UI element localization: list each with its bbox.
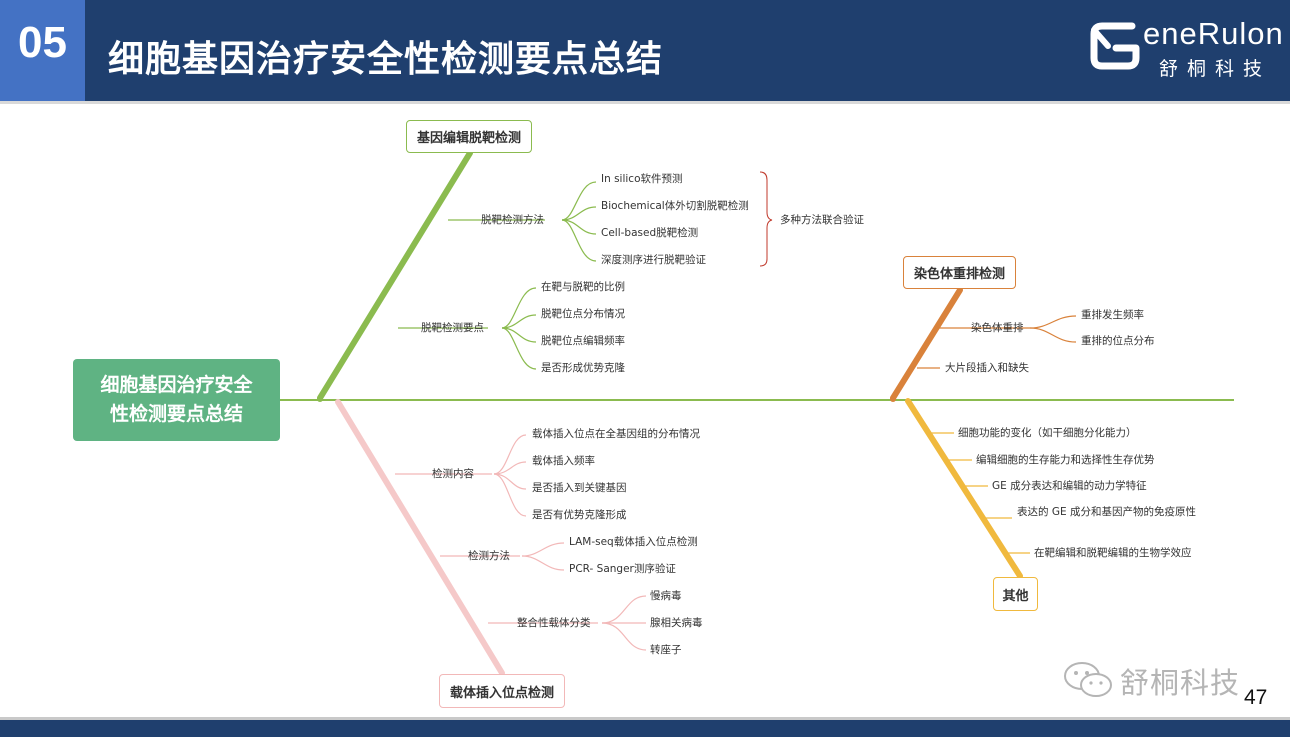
insertion-content-fan-4 xyxy=(493,473,527,517)
chromosome-branch-title: 染色体重排检测 xyxy=(903,256,1016,289)
slide-header: 05 细胞基因治疗安全性检测要点总结 eneRulon 舒桐科技 xyxy=(0,0,1290,101)
insertion-vector-item: 转座子 xyxy=(650,644,682,656)
page-number: 47 xyxy=(1244,686,1268,709)
insertion-content-fan-2 xyxy=(493,461,527,475)
logo-chinese-text: 舒桐科技 xyxy=(1159,58,1272,80)
chromosome-rearrangement-item: 重排发生频率 xyxy=(1081,309,1144,321)
section-number-box: 05 xyxy=(0,0,85,101)
chromosome-rearrangement-label: 染色体重排 xyxy=(971,322,1024,334)
offtarget-method-item: Cell-based脱靶检测 xyxy=(601,227,699,239)
offtarget-points-fan-3 xyxy=(501,327,537,343)
offtarget-point-item: 在靶与脱靶的比例 xyxy=(541,281,625,293)
chromosome-main-line xyxy=(890,287,963,401)
wechat-icon xyxy=(1064,662,1112,697)
offtarget-bracket xyxy=(759,171,773,267)
insertion-methods-fan-2 xyxy=(521,555,565,571)
insertion-branch-title: 载体插入位点检测 xyxy=(439,674,565,708)
insertion-content-item: 载体插入频率 xyxy=(532,455,595,467)
offtarget-methods-fan-3 xyxy=(561,219,597,235)
slide-title: 细胞基因治疗安全性检测要点总结 xyxy=(108,39,664,80)
offtarget-points-fan-2 xyxy=(501,314,537,329)
other-item: GE 成分表达和编辑的动力学特征 xyxy=(992,480,1147,492)
other-branch-title: 其他 xyxy=(993,577,1038,611)
chromosome-rearrangement-fan-2 xyxy=(1029,327,1077,343)
logo-brand-text: eneRulon xyxy=(1143,16,1284,51)
offtarget-points-label: 脱靶检测要点 xyxy=(421,322,484,334)
root-node-line-2: 性检测要点总结 xyxy=(109,403,243,425)
insertion-content-item: 是否插入到关键基因 xyxy=(532,482,627,494)
watermark: 舒桐科技 xyxy=(1062,660,1252,700)
insertion-methods-label: 检测方法 xyxy=(468,550,510,562)
offtarget-points-fan-4 xyxy=(501,327,537,370)
root-node-line-1: 细胞基因治疗安全 xyxy=(100,374,253,396)
offtarget-points-fan-1 xyxy=(501,287,537,329)
insertion-content-label: 检测内容 xyxy=(432,468,474,480)
offtarget-point-item: 脱靶位点分布情况 xyxy=(541,308,625,320)
offtarget-method-item: 深度测序进行脱靶验证 xyxy=(601,254,706,266)
offtarget-method-item: Biochemical体外切割脱靶检测 xyxy=(601,200,749,212)
slide-footer xyxy=(0,717,1290,737)
offtarget-methods-label: 脱靶检测方法 xyxy=(481,214,544,226)
junction-dot-left-top xyxy=(317,396,323,402)
section-number: 05 xyxy=(18,18,67,67)
insertion-vectors-fan-1 xyxy=(601,595,647,624)
header-separator xyxy=(0,101,1290,104)
offtarget-main-line xyxy=(317,150,473,401)
chromosome-rearrangement-fan-1 xyxy=(1029,315,1077,329)
other-item: 在靶编辑和脱靶编辑的生物学效应 xyxy=(1034,547,1192,559)
insertion-vector-item: 慢病毒 xyxy=(650,590,682,602)
offtarget-methods-fan-4 xyxy=(561,219,597,262)
insertion-vectors-label: 整合性载体分类 xyxy=(517,617,591,629)
junction-dot-right xyxy=(890,396,896,402)
other-item: 细胞功能的变化（如干细胞分化能力） xyxy=(958,427,1137,439)
offtarget-method-item: In silico软件预测 xyxy=(601,173,683,185)
watermark-text: 舒桐科技 xyxy=(1120,666,1241,700)
insertion-content-item: 载体插入位点在全基因组的分布情况 xyxy=(532,428,700,440)
offtarget-bracket-note: 多种方法联合验证 xyxy=(780,214,864,226)
insertion-method-item: PCR- Sanger测序验证 xyxy=(569,563,676,575)
insertion-vector-item: 腺相关病毒 xyxy=(650,617,703,629)
offtarget-point-item: 脱靶位点编辑频率 xyxy=(541,335,625,347)
root-node: 细胞基因治疗安全 性检测要点总结 xyxy=(73,359,280,441)
other-item: 表达的 GE 成分和基因产物的免疫原性 xyxy=(1017,506,1196,518)
other-item: 编辑细胞的生存能力和选择性生存优势 xyxy=(976,454,1155,466)
generulon-g-icon xyxy=(1090,22,1140,70)
chromosome-rearrangement-item: 重排的位点分布 xyxy=(1081,335,1155,347)
insertion-content-item: 是否有优势克隆形成 xyxy=(532,509,627,521)
other-main-line xyxy=(905,398,1023,579)
insertion-main-line xyxy=(335,399,505,676)
chromosome-indel-label: 大片段插入和缺失 xyxy=(945,362,1029,374)
insertion-method-item: LAM-seq载体插入位点检测 xyxy=(569,536,698,548)
offtarget-methods-fan-1 xyxy=(561,181,597,221)
company-logo: eneRulon 舒桐科技 xyxy=(1085,10,1290,90)
insertion-vectors-fan-3 xyxy=(601,622,647,651)
offtarget-point-item: 是否形成优势克隆 xyxy=(541,362,625,374)
offtarget-methods-fan-2 xyxy=(561,206,597,221)
offtarget-branch-title: 基因编辑脱靶检测 xyxy=(406,120,532,153)
insertion-methods-fan-1 xyxy=(521,542,565,557)
insertion-content-fan-1 xyxy=(493,434,527,475)
